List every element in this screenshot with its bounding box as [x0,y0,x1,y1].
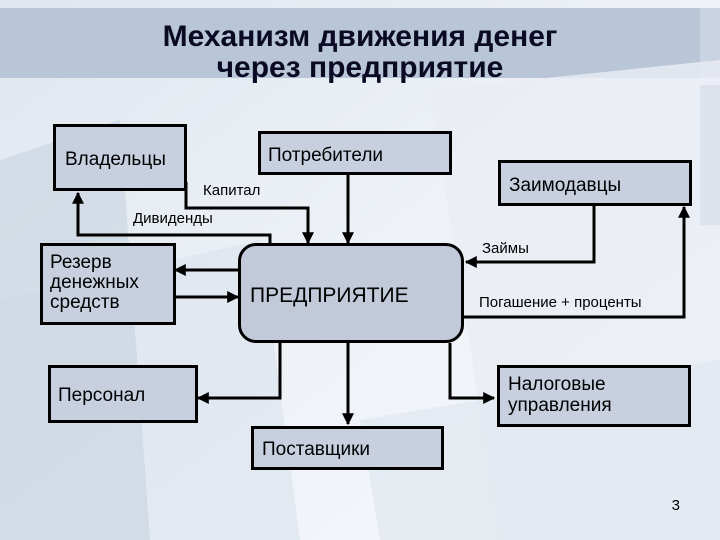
node-suppliers-label: Поставщики [262,439,371,460]
arrow-to-tax [448,343,496,404]
arrow-to-personnel [196,343,282,404]
arrow-repayment [464,205,690,319]
node-enterprise-label: ПРЕДПРИЯТИЕ [250,284,409,307]
node-reserve: Резерв денежных средств [40,243,176,325]
node-consumers-label: Потребители [268,145,384,166]
node-lenders-label: Заимодавцы [509,175,622,196]
node-reserve-label: Резерв денежных средств [50,252,139,313]
node-owners-label: Владельцы [65,149,166,170]
label-loans: Займы [482,240,529,257]
arrow-loans [464,206,596,268]
node-personnel-label: Персонал [58,385,146,406]
node-tax: Налоговые управления [497,365,691,427]
node-suppliers: Поставщики [251,426,444,470]
node-consumers: Потребители [258,131,452,175]
title-line-2: через предприятие [216,51,504,84]
node-lenders: Заимодавцы [498,160,692,206]
label-repayment: Погашение + проценты [479,294,642,311]
arrow-dividends-to-owners [72,191,272,243]
node-owners: Владельцы [53,124,187,191]
node-enterprise: ПРЕДПРИЯТИЕ [238,243,464,343]
title-line-1: Механизм движения денег [162,20,558,53]
node-personnel: Персонал [48,365,198,423]
node-tax-label: Налоговые управления [508,374,612,416]
arrow-owners-capital [184,182,314,245]
label-capital: Капитал [203,182,261,199]
slide-number: 3 [671,497,680,514]
label-dividends: Дивиденды [133,210,213,227]
